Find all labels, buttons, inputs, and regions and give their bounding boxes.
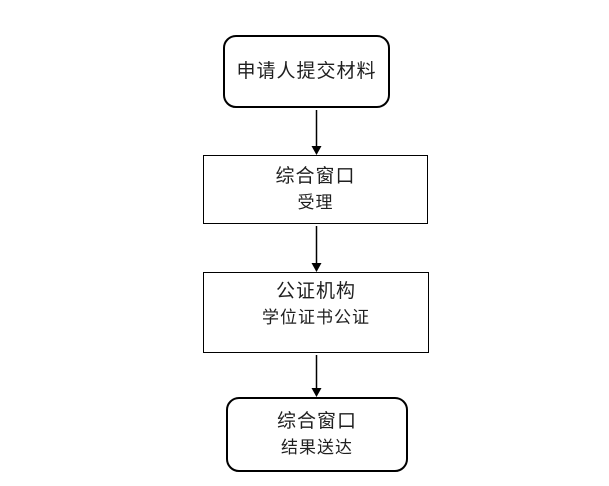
node-text-line: 学位证书公证 xyxy=(262,308,370,327)
node-text-line: 综合窗口 xyxy=(276,410,357,432)
flow-node-notary-office: 公证机构 学位证书公证 xyxy=(203,272,429,353)
node-text-line: 受理 xyxy=(297,192,334,212)
node-text-line: 公证机构 xyxy=(275,281,356,302)
flow-node-applicant-submit: 申请人提交材料 xyxy=(223,35,390,108)
down-arrow-icon xyxy=(311,355,322,397)
flow-node-window-accept: 综合窗口 受理 xyxy=(203,155,428,224)
node-text-line: 申请人提交材料 xyxy=(236,60,377,82)
down-arrow-icon xyxy=(311,226,322,272)
flow-node-window-deliver-result: 综合窗口 结果送达 xyxy=(226,397,408,472)
node-text-line: 结果送达 xyxy=(281,437,353,457)
down-arrow-icon xyxy=(311,110,322,155)
node-text-line: 综合窗口 xyxy=(275,165,356,187)
